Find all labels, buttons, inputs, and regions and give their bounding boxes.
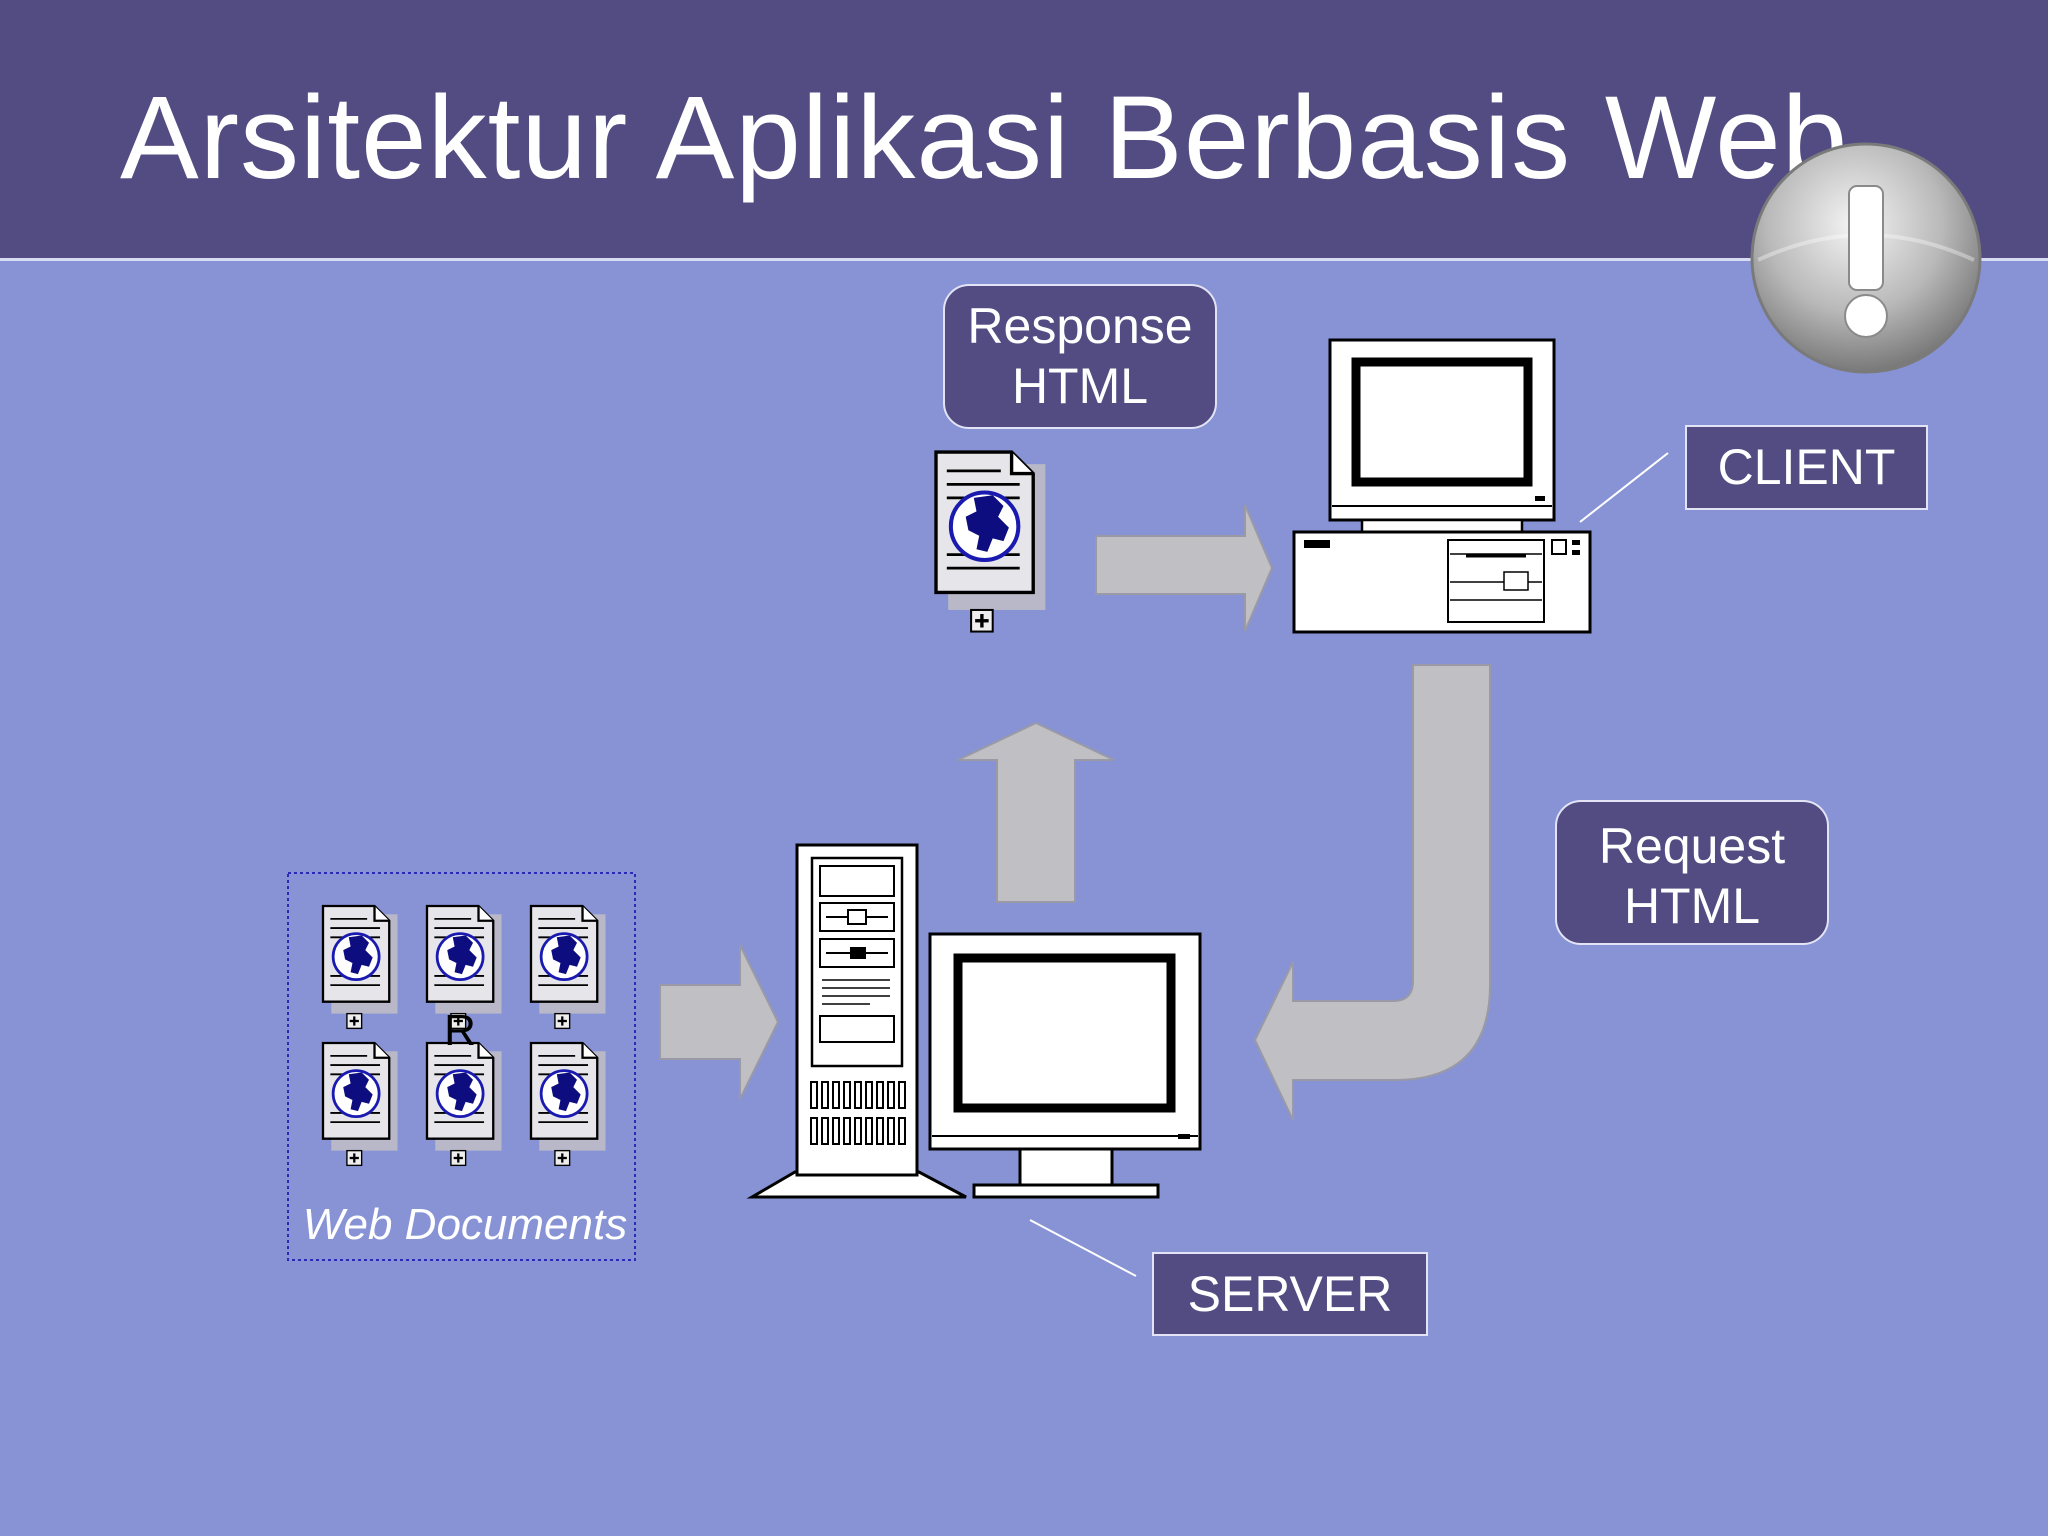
client-leader-line — [1579, 452, 1669, 523]
slide-title: Arsitektur Aplikasi Berbasis Web — [120, 72, 1849, 204]
client-label: CLIENT — [1685, 425, 1928, 510]
arrow-client-to-server — [1253, 664, 1491, 1121]
desktop-computer-icon — [1292, 338, 1592, 634]
web-document-icon — [529, 904, 607, 1030]
response-line-1: Response — [967, 298, 1193, 354]
tower-server-icon — [746, 843, 967, 1199]
arrow-server-to-response — [957, 721, 1115, 903]
stray-glyph: R — [444, 1006, 476, 1055]
exclamation-badge-icon — [1750, 142, 1982, 374]
web-document-icon — [321, 1041, 399, 1167]
response-line-2: HTML — [1011, 358, 1149, 414]
request-line-2: HTML — [1623, 878, 1761, 934]
response-html-callout: Response HTML — [943, 284, 1217, 429]
web-documents-group — [287, 872, 636, 1261]
title-bar: Arsitektur Aplikasi Berbasis Web — [0, 0, 2048, 261]
web-document-icon — [936, 452, 1045, 632]
request-html-callout: Request HTML — [1555, 800, 1829, 945]
web-documents-caption: Web Documents — [302, 1200, 628, 1249]
request-line-1: Request — [1598, 818, 1786, 874]
server-leader-line — [1029, 1219, 1137, 1277]
server-label: SERVER — [1152, 1252, 1428, 1336]
server-monitor-icon — [928, 932, 1202, 1199]
web-document-icon — [425, 1041, 503, 1167]
web-document-icon — [321, 904, 399, 1030]
arrow-docs-to-server — [659, 944, 780, 1100]
arrow-response-to-client — [1095, 504, 1274, 632]
web-document-icon — [529, 1041, 607, 1167]
